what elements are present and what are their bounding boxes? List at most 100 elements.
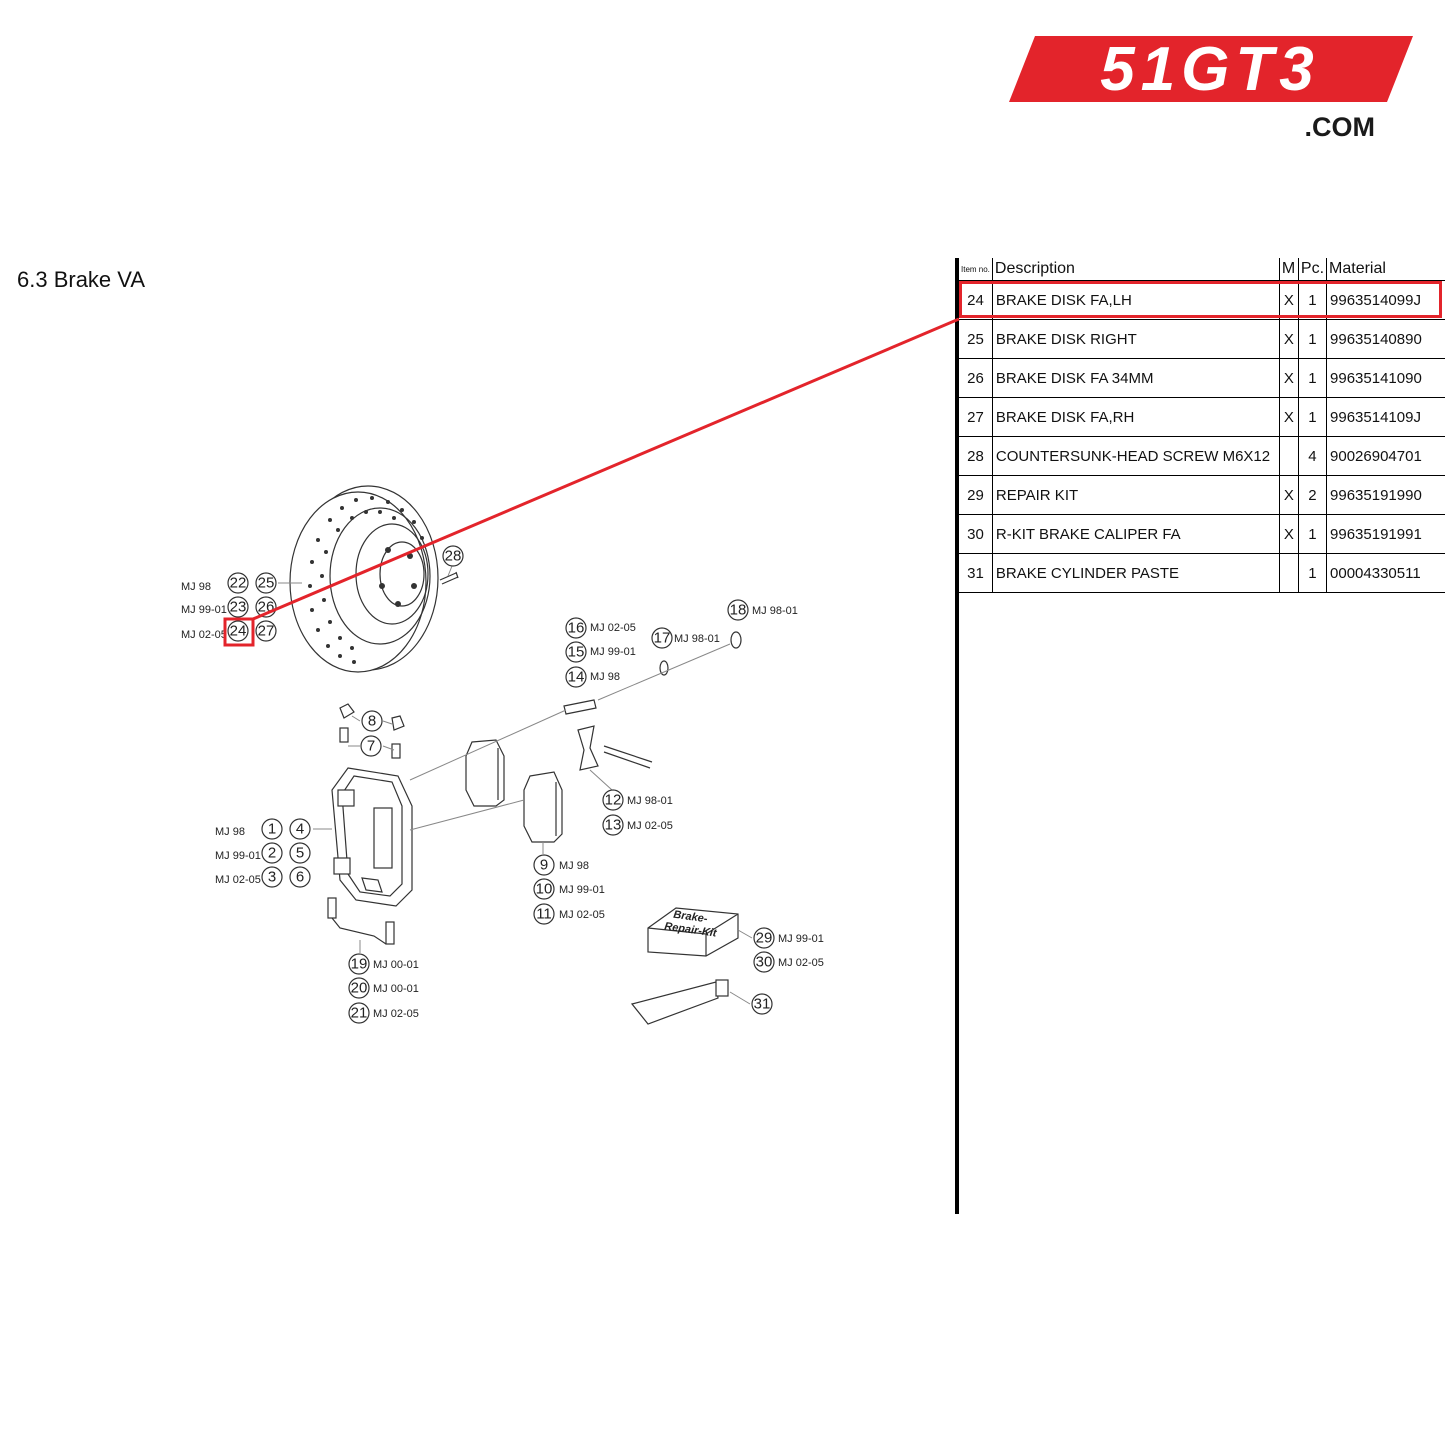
cell-material: 99635141090 [1326, 358, 1445, 398]
cell-item-no: 24 [959, 280, 993, 320]
item-bubble[interactable]: 21 [351, 1005, 368, 1022]
callout-mj0001: MJ 00-01 [373, 983, 419, 995]
callout-mj9901: MJ 99-01 [559, 884, 605, 896]
callout-mj9901: MJ 99-01 [590, 646, 636, 658]
cell-description: BRAKE DISK FA,RH [991, 397, 1280, 437]
cell-pc: 1 [1297, 280, 1327, 320]
cell-description: BRAKE DISK FA 34MM [991, 358, 1280, 398]
callout-mj98: MJ 98 [590, 671, 620, 683]
cell-material: 99635191991 [1326, 514, 1445, 554]
exploded-diagram: Brake- Repair-Kit MJ 98 MJ 99-01 MJ 02-0… [181, 485, 824, 1025]
cell-material: 9963514109J [1326, 397, 1445, 437]
cell-description: R-KIT BRAKE CALIPER FA [991, 514, 1280, 554]
cell-description: REPAIR KIT [991, 475, 1280, 515]
callout-mj0205: MJ 02-05 [215, 874, 261, 886]
cell-pc: 1 [1297, 319, 1327, 359]
item-bubble[interactable]: 19 [351, 956, 368, 973]
header-item-no: Item no. [961, 264, 990, 274]
table-row[interactable]: 27 BRAKE DISK FA,RH X 1 9963514109J [959, 397, 1445, 437]
item-bubble[interactable]: 16 [568, 620, 585, 637]
cell-pc: 1 [1297, 514, 1327, 554]
item-bubble[interactable]: 30 [756, 954, 773, 971]
item-bubble[interactable]: 9 [540, 857, 548, 874]
table-row[interactable]: 26 BRAKE DISK FA 34MM X 1 99635141090 [959, 358, 1445, 398]
item-bubble[interactable]: 15 [568, 644, 585, 661]
item-bubble[interactable]: 7 [367, 738, 375, 755]
selected-row-highlight [959, 281, 1442, 318]
item-bubble[interactable]: 26 [258, 599, 275, 616]
item-bubble[interactable]: 28 [445, 548, 462, 565]
header-description: Description [991, 258, 1280, 281]
item-bubble[interactable]: 3 [268, 869, 276, 886]
item-bubble[interactable]: 25 [258, 575, 275, 592]
item-bubble-highlighted[interactable]: 24 [230, 623, 247, 640]
callout-mj98: MJ 98 [215, 826, 245, 838]
cell-pc: 1 [1297, 553, 1327, 593]
cell-item-no: 27 [959, 397, 993, 437]
item-bubble[interactable]: 1 [268, 821, 276, 838]
item-bubble[interactable]: 18 [730, 602, 747, 619]
callout-mj0205: MJ 02-05 [590, 622, 636, 634]
item-bubble[interactable]: 17 [654, 630, 671, 647]
table-row[interactable]: 28 COUNTERSUNK-HEAD SCREW M6X12 4 900269… [959, 436, 1445, 476]
table-row[interactable]: 24 BRAKE DISK FA,LH X 1 9963514099J [959, 280, 1445, 320]
cell-material: 99635191990 [1326, 475, 1445, 515]
item-bubble[interactable]: 13 [605, 817, 622, 834]
item-bubble[interactable]: 10 [536, 881, 553, 898]
cell-m: X [1278, 319, 1299, 359]
callout-mj0205: MJ 02-05 [627, 820, 673, 832]
table-separator-bar [955, 258, 959, 1214]
cell-m: X [1278, 514, 1299, 554]
bolts-drawing [339, 703, 405, 759]
cell-item-no: 29 [959, 475, 993, 515]
item-bubble[interactable]: 11 [536, 906, 552, 923]
item-bubble[interactable]: 27 [258, 623, 275, 640]
cell-description: COUNTERSUNK-HEAD SCREW M6X12 [991, 436, 1280, 476]
cell-pc: 1 [1297, 397, 1327, 437]
item-bubble[interactable]: 12 [605, 792, 622, 809]
item-bubble[interactable]: 8 [368, 713, 376, 730]
callout-mj9901: MJ 99-01 [181, 604, 227, 616]
item-bubble[interactable]: 20 [351, 980, 368, 997]
cell-item-no: 28 [959, 436, 993, 476]
logo-text: 51GT3 [1100, 35, 1320, 104]
table-row[interactable]: 30 R-KIT BRAKE CALIPER FA X 1 9963519199… [959, 514, 1445, 554]
item-bubble[interactable]: 29 [756, 930, 773, 947]
table-row[interactable]: 31 BRAKE CYLINDER PASTE 1 00004330511 [959, 553, 1445, 593]
callout-mj9801: MJ 98-01 [752, 605, 798, 617]
table-row[interactable]: 25 BRAKE DISK RIGHT X 1 99635140890 [959, 319, 1445, 359]
item-bubble[interactable]: 6 [296, 869, 304, 886]
cell-pc: 4 [1297, 436, 1327, 476]
callout-mj9801: MJ 98-01 [627, 795, 673, 807]
logo-suffix: .COM [1305, 112, 1376, 142]
callout-mj0205: MJ 02-05 [181, 629, 227, 641]
item-bubble[interactable]: 14 [568, 669, 585, 686]
brake-pads-drawing [465, 739, 563, 843]
cell-m: X [1278, 397, 1299, 437]
cell-material: 9963514099J [1326, 280, 1445, 320]
cell-m: X [1278, 475, 1299, 515]
table-row[interactable]: 29 REPAIR KIT X 2 99635191990 [959, 475, 1445, 515]
cell-description: BRAKE DISK RIGHT [991, 319, 1280, 359]
cell-pc: 1 [1297, 358, 1327, 398]
parts-table: Item no. Description M Pc. Material 24 B… [959, 258, 1445, 593]
cell-item-no: 30 [959, 514, 993, 554]
cell-item-no: 26 [959, 358, 993, 398]
item-bubble[interactable]: 4 [296, 821, 304, 838]
brake-disc-drawing [289, 485, 439, 673]
brand-logo: 51GT3 .COM [1009, 35, 1413, 142]
item-bubble[interactable]: 22 [230, 575, 247, 592]
item-bubble[interactable]: 23 [230, 599, 247, 616]
cell-description: BRAKE CYLINDER PASTE [991, 553, 1280, 593]
item-bubble[interactable]: 2 [268, 845, 276, 862]
cell-m [1278, 553, 1299, 593]
brake-caliper-drawing [331, 767, 413, 907]
item-bubble[interactable]: 31 [754, 996, 771, 1013]
spreader-spring-drawing [577, 725, 599, 771]
cell-m: X [1278, 358, 1299, 398]
section-title: 6.3 Brake VA [17, 267, 145, 292]
cell-pc: 2 [1297, 475, 1327, 515]
item-bubble[interactable]: 5 [296, 845, 304, 862]
cell-item-no: 31 [959, 553, 993, 593]
callout-mj9901: MJ 99-01 [778, 933, 824, 945]
